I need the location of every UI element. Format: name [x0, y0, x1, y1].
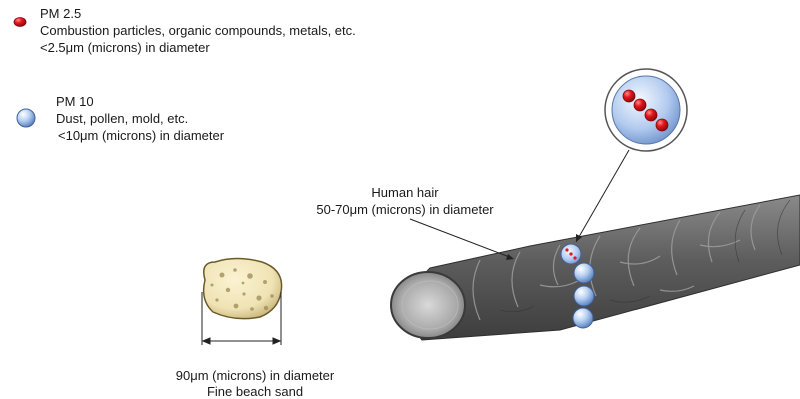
magnified-callout	[605, 69, 687, 151]
human-hair-label: Human hair	[300, 185, 510, 201]
pm25-particle-magnified	[645, 109, 657, 121]
pm25-particle-magnified	[656, 119, 668, 131]
sand-name-label: Fine beach sand	[150, 384, 360, 399]
human-hair-size: 50-70μm (microns) in diameter	[300, 202, 510, 218]
callout-arrow	[576, 150, 629, 242]
pm25-particle-magnified	[634, 99, 646, 111]
sand-size-label: 90μm (microns) in diameter	[150, 368, 360, 384]
pm10-description: Dust, pollen, mold, etc.	[56, 111, 188, 127]
pm25-title: PM 2.5	[40, 6, 81, 22]
pm10-particle-on-hair	[574, 286, 594, 306]
pm10-particle-on-hair	[574, 263, 594, 283]
pm25-size: <2.5μm (microns) in diameter	[40, 40, 210, 56]
pm25-description: Combustion particles, organic compounds,…	[40, 23, 356, 39]
hair-label-arrow	[410, 219, 512, 258]
pm25-legend-marker	[14, 18, 26, 27]
pm10-particle-on-hair	[573, 308, 593, 328]
pm25-particle-magnified	[623, 90, 635, 102]
pm10-legend-marker	[17, 109, 35, 127]
pm10-title: PM 10	[56, 94, 94, 110]
sand-grain-illustration	[204, 259, 282, 319]
pm10-size: <10μm (microns) in diameter	[58, 128, 224, 144]
